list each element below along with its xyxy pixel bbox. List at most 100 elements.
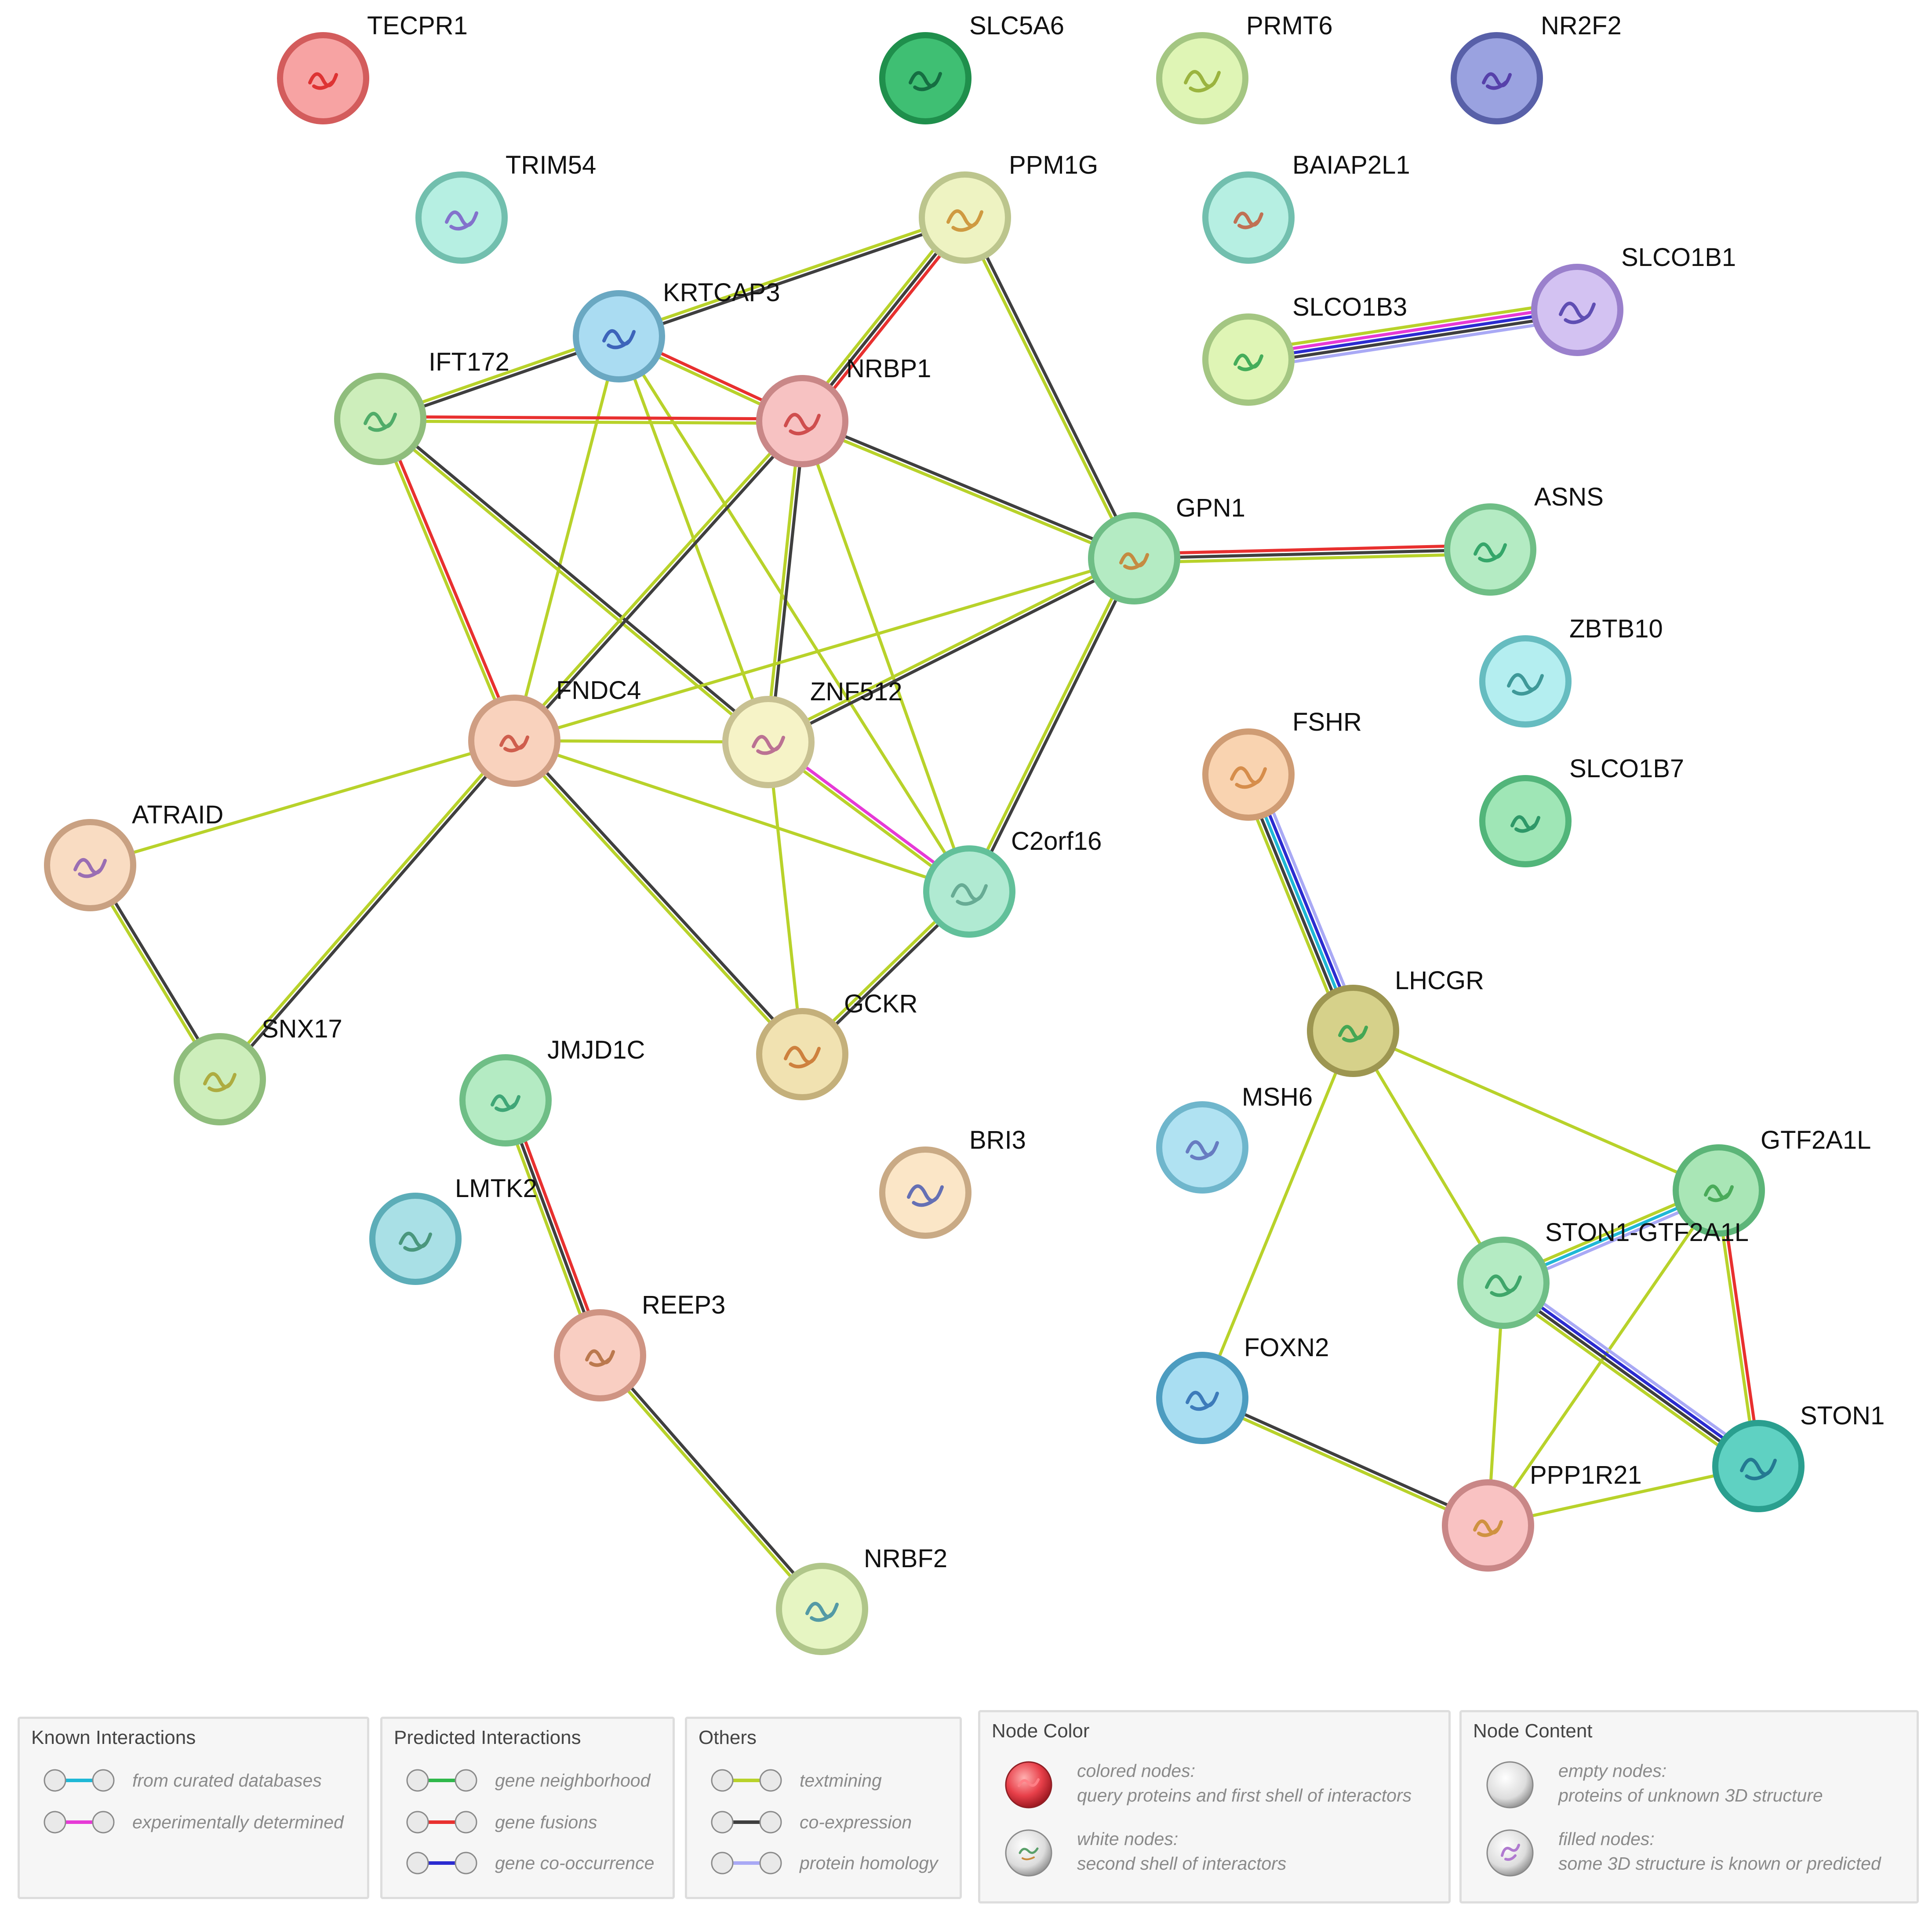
legend-swatch-node [44, 1769, 66, 1792]
node-KRTCAP3[interactable]: KRTCAP3 [573, 278, 780, 382]
edge-FNDC4-SNX17[interactable] [216, 738, 518, 1082]
node-GCKR[interactable]: GCKR [756, 990, 918, 1100]
protein-structure-icon [1482, 72, 1512, 90]
node-PPP1R21[interactable]: PPP1R21 [1442, 1461, 1642, 1572]
node-SLCO1B7[interactable]: SLCO1B7 [1479, 754, 1684, 867]
edge-IFT172-FNDC4[interactable] [376, 416, 518, 743]
edge-LHCGR-GTF2A1L[interactable] [1351, 1029, 1721, 1192]
node-ZBTB10[interactable]: ZBTB10 [1479, 615, 1663, 728]
node-label: SLC5A6 [969, 11, 1064, 40]
edge-FNDC4-ATRAID[interactable] [88, 739, 516, 867]
node-NR2F2[interactable]: NR2F2 [1451, 11, 1622, 124]
node-STON1-GTF2A1L[interactable]: STON1-GTF2A1L [1457, 1218, 1749, 1329]
node-BRI3[interactable]: BRI3 [879, 1126, 1026, 1239]
node-label: SLCO1B3 [1292, 293, 1407, 321]
edge-NRBP1-GPN1[interactable] [800, 417, 1137, 562]
node-label: GTF2A1L [1761, 1126, 1871, 1154]
protein-structure-icon [1507, 673, 1544, 696]
edge-line-textmining [597, 1355, 822, 1612]
edge-KRTCAP3-C2orf16[interactable] [617, 335, 971, 893]
node-JMJD1C[interactable]: JMJD1C [459, 1036, 645, 1146]
node-FSHR[interactable]: FSHR [1202, 708, 1362, 821]
legend-swatch-textmining [711, 1769, 782, 1792]
node-BAIAP2L1[interactable]: BAIAP2L1 [1202, 151, 1410, 264]
protein-structure-icon [907, 1184, 944, 1207]
node-FOXN2[interactable]: FOXN2 [1156, 1333, 1329, 1444]
node-SLC5A6[interactable]: SLC5A6 [879, 11, 1064, 124]
edge-STON1-GTF2A1L-STON1[interactable] [1498, 1276, 1764, 1473]
protein-structure-icon [499, 735, 529, 753]
node-PPM1G[interactable]: PPM1G [919, 151, 1098, 264]
node-STON1[interactable]: STON1 [1712, 1401, 1885, 1512]
protein-structure-icon [1510, 815, 1540, 833]
edge-IFT172-ZNF512[interactable] [377, 415, 771, 746]
empty-node-icon [1486, 1761, 1534, 1809]
protein-structure-icon [602, 329, 636, 349]
node-LHCGR[interactable]: LHCGR [1307, 966, 1484, 1077]
protein-structure-icon [1559, 302, 1596, 324]
node-label: NR2F2 [1541, 11, 1622, 40]
node-NRBF2[interactable]: NRBF2 [776, 1544, 947, 1655]
legend-known-title: Known Interactions [31, 1727, 196, 1748]
node-GPN1[interactable]: GPN1 [1088, 494, 1245, 604]
protein-structure-icon [1338, 1025, 1368, 1043]
node-SNX17[interactable]: SNX17 [174, 1015, 342, 1125]
node-SLCO1B3[interactable]: SLCO1B3 [1202, 293, 1407, 406]
edge-line-textmining [1201, 1029, 1355, 1400]
edge-line-textmining [511, 418, 802, 741]
edge-PPM1G-GPN1[interactable] [961, 215, 1138, 561]
edge-LHCGR-FOXN2[interactable] [1201, 1029, 1355, 1400]
node-MSH6[interactable]: MSH6 [1156, 1083, 1313, 1194]
edge-REEP3-NRBF2[interactable] [597, 1352, 826, 1612]
node-label: LMTK2 [455, 1174, 537, 1203]
edge-line-coexpression [1243, 775, 1351, 1034]
legend-node-content: Node Content empty nodes: proteins of un… [1459, 1710, 1919, 1903]
edge-NRBP1-FNDC4[interactable] [511, 418, 806, 744]
node-SLCO1B1[interactable]: SLCO1B1 [1531, 243, 1736, 356]
edge-SLCO1B3-SLCO1B1[interactable] [1245, 299, 1580, 370]
edge-NRBP1-C2orf16[interactable] [800, 419, 971, 893]
edge-line-fusion [378, 415, 804, 421]
node-ATRAID[interactable]: ATRAID [44, 801, 223, 911]
edge-GPN1-ZNF512[interactable] [766, 555, 1137, 746]
edge-FNDC4-GCKR[interactable] [511, 738, 806, 1057]
edge-GPN1-ASNS[interactable] [1132, 543, 1492, 564]
node-LMTK2[interactable]: LMTK2 [369, 1174, 537, 1285]
edge-line-textmining [377, 419, 769, 746]
node-PRMT6[interactable]: PRMT6 [1156, 11, 1333, 124]
edge-KRTCAP3-PPM1G[interactable] [616, 214, 968, 340]
edge-line-coexpression [1201, 1394, 1491, 1525]
node-GTF2A1L[interactable]: GTF2A1L [1673, 1126, 1871, 1237]
edge-FNDC4-C2orf16[interactable] [513, 739, 971, 893]
edge-line-textmining [216, 738, 514, 1080]
node-REEP3[interactable]: REEP3 [554, 1291, 725, 1401]
legend-swatch-node [711, 1811, 734, 1834]
node-TRIM54[interactable]: TRIM54 [415, 151, 596, 264]
edge-GTF2A1L-STON1[interactable] [1715, 1188, 1762, 1468]
edge-line-textmining [1715, 1189, 1758, 1468]
legend-swatch-node [455, 1769, 477, 1792]
edge-FOXN2-PPP1R21[interactable] [1200, 1394, 1491, 1529]
node-NRBP1[interactable]: NRBP1 [756, 354, 931, 467]
node-ASNS[interactable]: ASNS [1444, 483, 1604, 596]
edge-GPN1-FNDC4[interactable] [513, 557, 1136, 742]
edge-line-textmining [513, 739, 971, 893]
legend-label-homology: protein homology [800, 1852, 938, 1873]
edge-GPN1-C2orf16[interactable] [966, 556, 1138, 894]
node-ZNF512[interactable]: ZNF512 [722, 677, 902, 788]
edge-NRBP1-ZNF512[interactable] [764, 419, 806, 744]
node-FNDC4[interactable]: FNDC4 [468, 676, 641, 787]
edge-ZNF512-GCKR[interactable] [767, 740, 804, 1056]
edge-line-textmining [966, 556, 1134, 892]
legend-known-interactions: Known Interactions from curated database… [18, 1717, 369, 1899]
node-C2orf16[interactable]: C2orf16 [923, 827, 1102, 938]
edge-LHCGR-STON1-GTF2A1L[interactable] [1351, 1029, 1505, 1285]
edge-IFT172-NRBP1[interactable] [378, 415, 804, 425]
edge-line-textmining [617, 335, 971, 893]
node-label: GPN1 [1176, 494, 1245, 522]
edge-line-textmining [1132, 552, 1492, 564]
node-IFT172[interactable]: IFT172 [334, 348, 509, 465]
edge-KRTCAP3-FNDC4[interactable] [513, 335, 621, 742]
legend-swatch-node [711, 1769, 734, 1792]
node-TECPR1[interactable]: TECPR1 [277, 11, 468, 124]
